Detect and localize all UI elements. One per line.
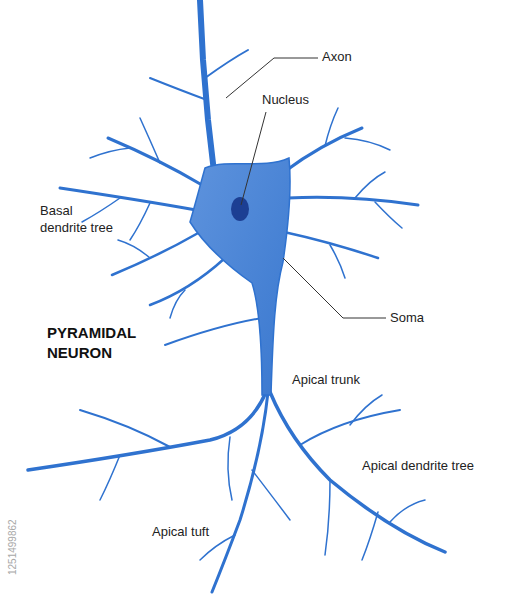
part-label: Axon [322, 49, 392, 66]
leader-line [283, 258, 386, 318]
leader-line [241, 112, 266, 205]
nucleus-shape [231, 197, 249, 221]
part-label: Apical tuft [152, 524, 252, 541]
part-label: Apical trunk [292, 372, 402, 389]
part-label: Nucleus [262, 92, 342, 109]
soma-body [190, 158, 290, 395]
part-label: Soma [390, 310, 460, 327]
part-label: Apical dendrite tree [362, 458, 507, 475]
watermark-number: 1251499862 [6, 519, 19, 575]
dendrite-branches [28, 0, 445, 592]
leader-lines [226, 58, 386, 318]
diagram-title: PYRAMIDAL NEURON [47, 323, 157, 362]
part-label: Basal dendrite tree [40, 203, 120, 237]
